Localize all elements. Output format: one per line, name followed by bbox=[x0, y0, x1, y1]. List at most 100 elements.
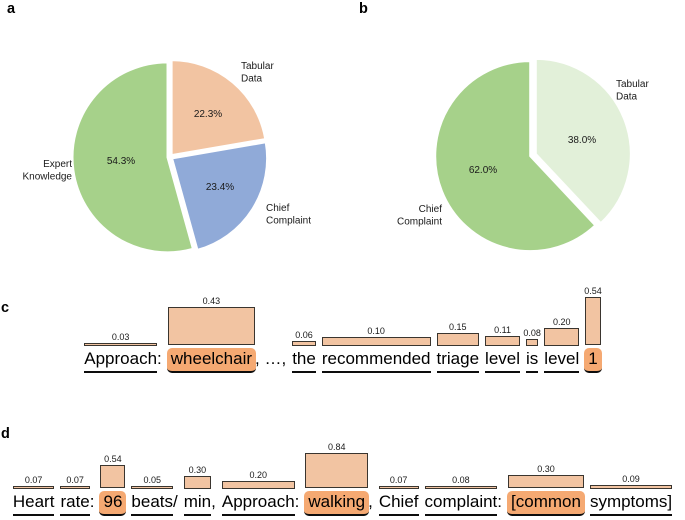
token-word-highlighted: walking bbox=[304, 491, 370, 516]
token-bar-column: 0.10 bbox=[321, 326, 431, 346]
bar-value-label: 0.07 bbox=[24, 475, 43, 485]
pie-slice-a-2 bbox=[71, 61, 194, 254]
token-word: recommended bbox=[321, 349, 431, 373]
bar-value-label: 0.43 bbox=[202, 296, 221, 306]
token-bar-column: 0.20 bbox=[221, 470, 295, 489]
bar-value-label: 0.05 bbox=[143, 475, 161, 485]
bar-value-label: 0.15 bbox=[449, 322, 467, 332]
importance-bar bbox=[131, 486, 173, 489]
importance-bar bbox=[292, 341, 316, 346]
pie-percent-label: 38.0% bbox=[568, 135, 596, 146]
bar-value-label: 0.06 bbox=[295, 330, 313, 340]
token-bar-column: 0.08 bbox=[523, 328, 541, 346]
importance-bar bbox=[424, 486, 498, 489]
token-punctuation: : bbox=[294, 492, 300, 511]
importance-bar bbox=[321, 337, 431, 346]
token-word: symptoms] bbox=[589, 492, 673, 516]
token: 0.43 wheelchair, …, bbox=[166, 296, 287, 373]
bar-value-label: 0.30 bbox=[537, 464, 555, 474]
token-word-highlighted: wheelchair bbox=[166, 348, 257, 373]
token-word-highlighted: [common bbox=[507, 491, 585, 516]
token: 0.09 symptoms] bbox=[589, 474, 673, 516]
token-punctuation: : bbox=[89, 492, 95, 511]
panel-label-a: a bbox=[7, 1, 16, 17]
token-word: is bbox=[526, 349, 539, 373]
token-bar-column: 0.30 bbox=[508, 464, 584, 488]
bar-value-label: 0.54 bbox=[584, 286, 602, 296]
bar-value-label: 0.20 bbox=[249, 470, 268, 480]
token-punctuation: , bbox=[211, 492, 216, 511]
pie-percent-label: 22.3% bbox=[194, 109, 222, 120]
token-punctuation: , bbox=[368, 492, 373, 511]
bar-value-label: 0.08 bbox=[523, 328, 541, 338]
importance-bar bbox=[305, 453, 369, 488]
bar-value-label: 0.11 bbox=[494, 325, 511, 335]
token-word: beats bbox=[131, 492, 173, 516]
token: 0.15 triage bbox=[436, 322, 480, 373]
importance-bar bbox=[526, 339, 539, 346]
token-bar-column: 0.05 bbox=[131, 475, 173, 489]
importance-bar bbox=[485, 336, 521, 346]
importance-bar bbox=[100, 465, 126, 488]
importance-bar bbox=[84, 343, 158, 346]
token-word: Chief bbox=[378, 492, 419, 516]
token-bar-column: 0.84 bbox=[305, 442, 369, 488]
importance-bar bbox=[589, 485, 673, 489]
token-bar-column: 0.30 bbox=[183, 465, 212, 489]
token-punctuation: : bbox=[157, 349, 162, 368]
token-punctuation: : bbox=[497, 492, 503, 511]
token: 0.08 is bbox=[523, 328, 541, 373]
importance-bar bbox=[221, 481, 295, 489]
token-bar-column: 0.20 bbox=[544, 317, 580, 346]
panel-label-b: b bbox=[359, 1, 368, 17]
token: 0.10 recommended bbox=[321, 326, 431, 373]
importance-bar bbox=[378, 486, 419, 489]
bar-value-label: 0.30 bbox=[188, 465, 207, 475]
token-bar-column: 0.08 bbox=[424, 475, 498, 489]
token: 0.08 complaint: bbox=[424, 475, 503, 516]
bar-value-label: 0.10 bbox=[367, 326, 385, 336]
importance-bar bbox=[508, 475, 584, 488]
token-bar-column: 0.43 bbox=[167, 296, 256, 345]
bar-value-label: 0.54 bbox=[104, 454, 122, 464]
token-word: complaint bbox=[424, 492, 498, 516]
pie-percent-label: 54.3% bbox=[107, 156, 135, 167]
token-word: rate bbox=[60, 492, 90, 516]
bar-value-label: 0.03 bbox=[111, 332, 130, 342]
token-word: triage bbox=[436, 349, 480, 373]
importance-bar bbox=[12, 486, 55, 489]
token-word: Heart bbox=[12, 492, 55, 516]
token-punctuation: / bbox=[173, 492, 178, 511]
importance-bar bbox=[544, 328, 580, 346]
bar-value-label: 0.07 bbox=[389, 475, 408, 485]
token-bar-column: 0.54 bbox=[100, 454, 126, 488]
token: 0.30 [common bbox=[507, 464, 585, 516]
token-bar-column: 0.07 bbox=[378, 475, 419, 489]
token-bar-column: 0.11 bbox=[485, 325, 521, 346]
token-bar-column: 0.07 bbox=[12, 475, 55, 489]
token-bar-column: 0.06 bbox=[292, 330, 316, 346]
token-word: level bbox=[544, 349, 580, 373]
pie-slice-b-0 bbox=[534, 57, 632, 225]
token: 0.20 level bbox=[544, 317, 580, 373]
token-bar-column: 0.15 bbox=[436, 322, 480, 346]
pie-slice-a-0 bbox=[170, 59, 267, 157]
token-word: Approach bbox=[84, 349, 158, 373]
token-punctuation: , …, bbox=[255, 349, 287, 368]
token-bar-column: 0.09 bbox=[589, 474, 673, 489]
